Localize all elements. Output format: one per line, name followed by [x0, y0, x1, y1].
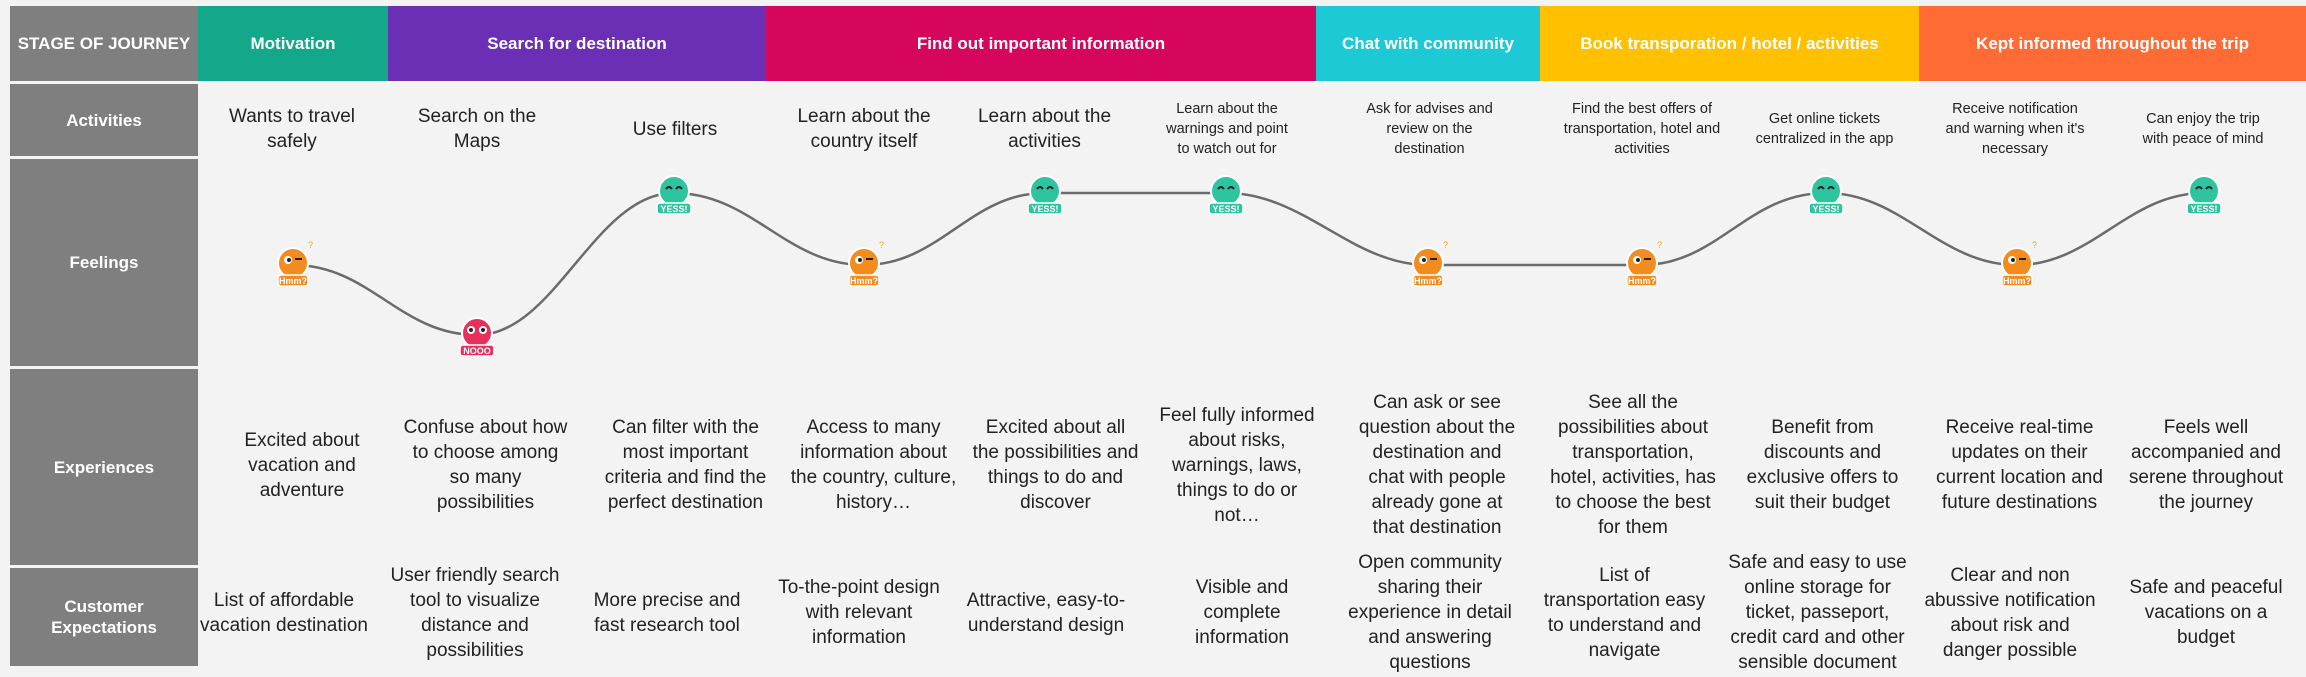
hmm-icon: ? Hmm? [277, 240, 313, 287]
hmm-icon: ? Hmm? [848, 240, 884, 287]
emotion-label: Hmm? [279, 276, 307, 286]
emotion-label: Hmm? [850, 276, 878, 286]
activity-cell: Receive notification and warning when it… [1945, 101, 2085, 157]
activity-cell: Ask for advises and review on the destin… [1366, 101, 1493, 157]
experience-cell: Access to many information about the cou… [790, 417, 957, 513]
svg-text:?: ? [1657, 240, 1662, 250]
activity-cell: Use filters [632, 118, 718, 140]
hmm-icon: ? Hmm? [1412, 240, 1448, 287]
activity-cell: Can enjoy the trip with peace of mind [2142, 111, 2264, 147]
expectation-cell: User friendly search tool to visualize d… [390, 564, 560, 661]
expectation-cell: Open community sharing their experience … [1348, 552, 1512, 673]
hmm-icon: ? Hmm? [2001, 240, 2037, 287]
activity-cell: Wants to travel safely [228, 106, 355, 152]
emotion-label: Hmm? [1414, 276, 1442, 286]
activity-cell: Get online tickets centralized in the ap… [1755, 111, 1894, 147]
experience-cell: Can ask or see question about the destin… [1358, 392, 1516, 538]
emotion-label: YESS! [1212, 204, 1239, 214]
expectation-cell: List of affordable vacation destination [200, 589, 368, 636]
experience-cell: See all the possibilities about transpor… [1550, 392, 1716, 538]
stage-header-motivation: Motivation [198, 6, 388, 81]
activity-cell: Learn about the activities [977, 106, 1112, 152]
activity-cell: Find the best offers of transportation, … [1563, 101, 1721, 157]
expectation-cell: Clear and non abussive notification abou… [1924, 564, 2096, 661]
yess-icon: YESS! [1208, 175, 1244, 215]
emotion-label: YESS! [2190, 204, 2217, 214]
row-label-expectations: Customer Expectations [10, 568, 198, 666]
stage-header-search: Search for destination [388, 6, 766, 81]
svg-text:?: ? [2032, 240, 2037, 250]
svg-text:?: ? [308, 240, 313, 250]
yess-icon: YESS! [1027, 175, 1063, 215]
stage-header-informed: Kept informed throughout the trip [1919, 6, 2306, 81]
experience-cell: Benefit from discounts and exclusive off… [1746, 417, 1899, 513]
expectation-cell: Safe and peaceful vacations on a budget [2129, 577, 2283, 648]
experience-cell: Excited about all the possibilities and … [972, 417, 1139, 513]
emotion-label: NOOO [463, 346, 491, 356]
stage-header-book: Book transporation / hotel / activities [1540, 6, 1919, 81]
activity-cell: Learn about the warnings and point to wa… [1166, 101, 1288, 157]
hmm-icon: ? Hmm? [1626, 240, 1662, 287]
emotion-label: Hmm? [1628, 276, 1656, 286]
row-label-stage: STAGE OF JOURNEY [10, 6, 198, 81]
expectation-cell: More precise and fast research tool [593, 589, 741, 636]
svg-text:?: ? [1443, 240, 1448, 250]
stage-header-find-info: Find out important information [766, 6, 1316, 81]
experience-cell: Feel fully informed about risks, warning… [1159, 404, 1315, 526]
experience-cell: Receive real-time updates on their curre… [1936, 417, 2103, 513]
row-label-experiences: Experiences [10, 369, 198, 565]
expectation-cell: To-the-point design with relevant inform… [778, 577, 940, 648]
row-label-activities: Activities [10, 84, 198, 156]
emotion-label: YESS! [660, 204, 687, 214]
emotion-label: YESS! [1812, 204, 1839, 214]
nooo-icon: NOOO [459, 317, 495, 357]
yess-icon: YESS! [656, 175, 692, 215]
expectation-cell: List of transportation easy to understan… [1543, 564, 1706, 661]
emotion-label: YESS! [1031, 204, 1058, 214]
yess-icon: YESS! [2186, 175, 2222, 215]
yess-icon: YESS! [1808, 175, 1844, 215]
expectation-cell: Visible and complete information [1195, 577, 1289, 648]
experience-cell: Excited about vacation and adventure [244, 429, 360, 501]
emotion-label: Hmm? [2003, 276, 2031, 286]
svg-text:?: ? [879, 240, 884, 250]
experience-cell: Feels well accompanied and serene throug… [2128, 417, 2284, 513]
activity-cell: Learn about the country itself [797, 106, 931, 152]
expectation-cell: Safe and easy to use online storage for … [1728, 552, 1907, 673]
expectation-cell: Attractive, easy-to-understand design [966, 589, 1126, 636]
row-label-feelings: Feelings [10, 159, 198, 366]
experience-cell: Can filter with the most important crite… [604, 417, 767, 513]
stage-header-chat: Chat with community [1316, 6, 1540, 81]
activity-cell: Search on the Maps [417, 106, 537, 152]
experience-cell: Confuse about how to choose among so man… [403, 417, 568, 513]
